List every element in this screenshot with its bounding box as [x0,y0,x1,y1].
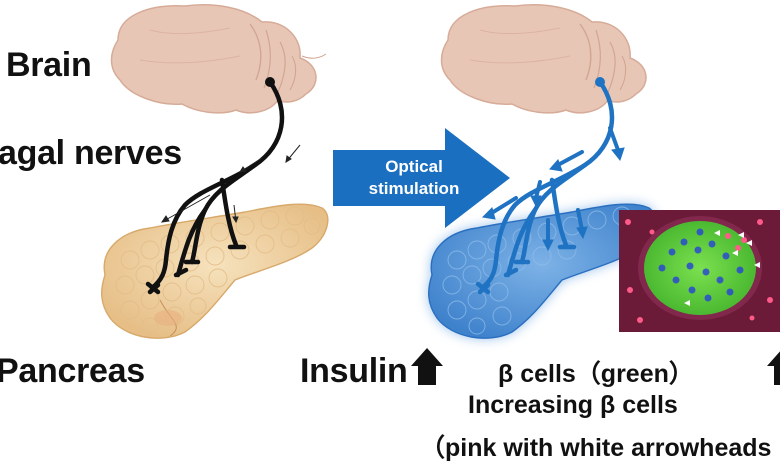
left-nerve-origin [265,77,275,87]
caption-line3: （pink with white arrowheads [420,434,772,462]
beta-cells-up-arrow [767,351,780,385]
caption-line2: Increasing β cells [468,391,678,419]
pancreas-label: Pancreas [0,352,145,390]
vagal-nerves-label: agal nerves [0,134,182,172]
caption-line1: β cells（green） [498,360,694,388]
right-signal-arrows [481,126,625,252]
optical-stimulation-arrow [333,128,510,228]
optical-stimulation-text: Optical stimulation [344,156,484,200]
left-signal-arrows [160,144,301,224]
left-brain-shape [110,4,327,114]
arrow-text-line2: stimulation [368,179,460,198]
right-vagal-nerves [475,79,615,295]
right-brain-shape [440,4,647,114]
insulin-up-arrow [411,348,443,385]
right-nerve-origin [595,77,605,87]
left-vagal-nerves [145,79,285,295]
arrow-text-line1: Optical [385,157,443,176]
microscopy-inset [619,210,780,332]
left-pancreas-shape [101,203,329,339]
brain-label: Brain [6,46,92,84]
insulin-label: Insulin [300,352,408,390]
